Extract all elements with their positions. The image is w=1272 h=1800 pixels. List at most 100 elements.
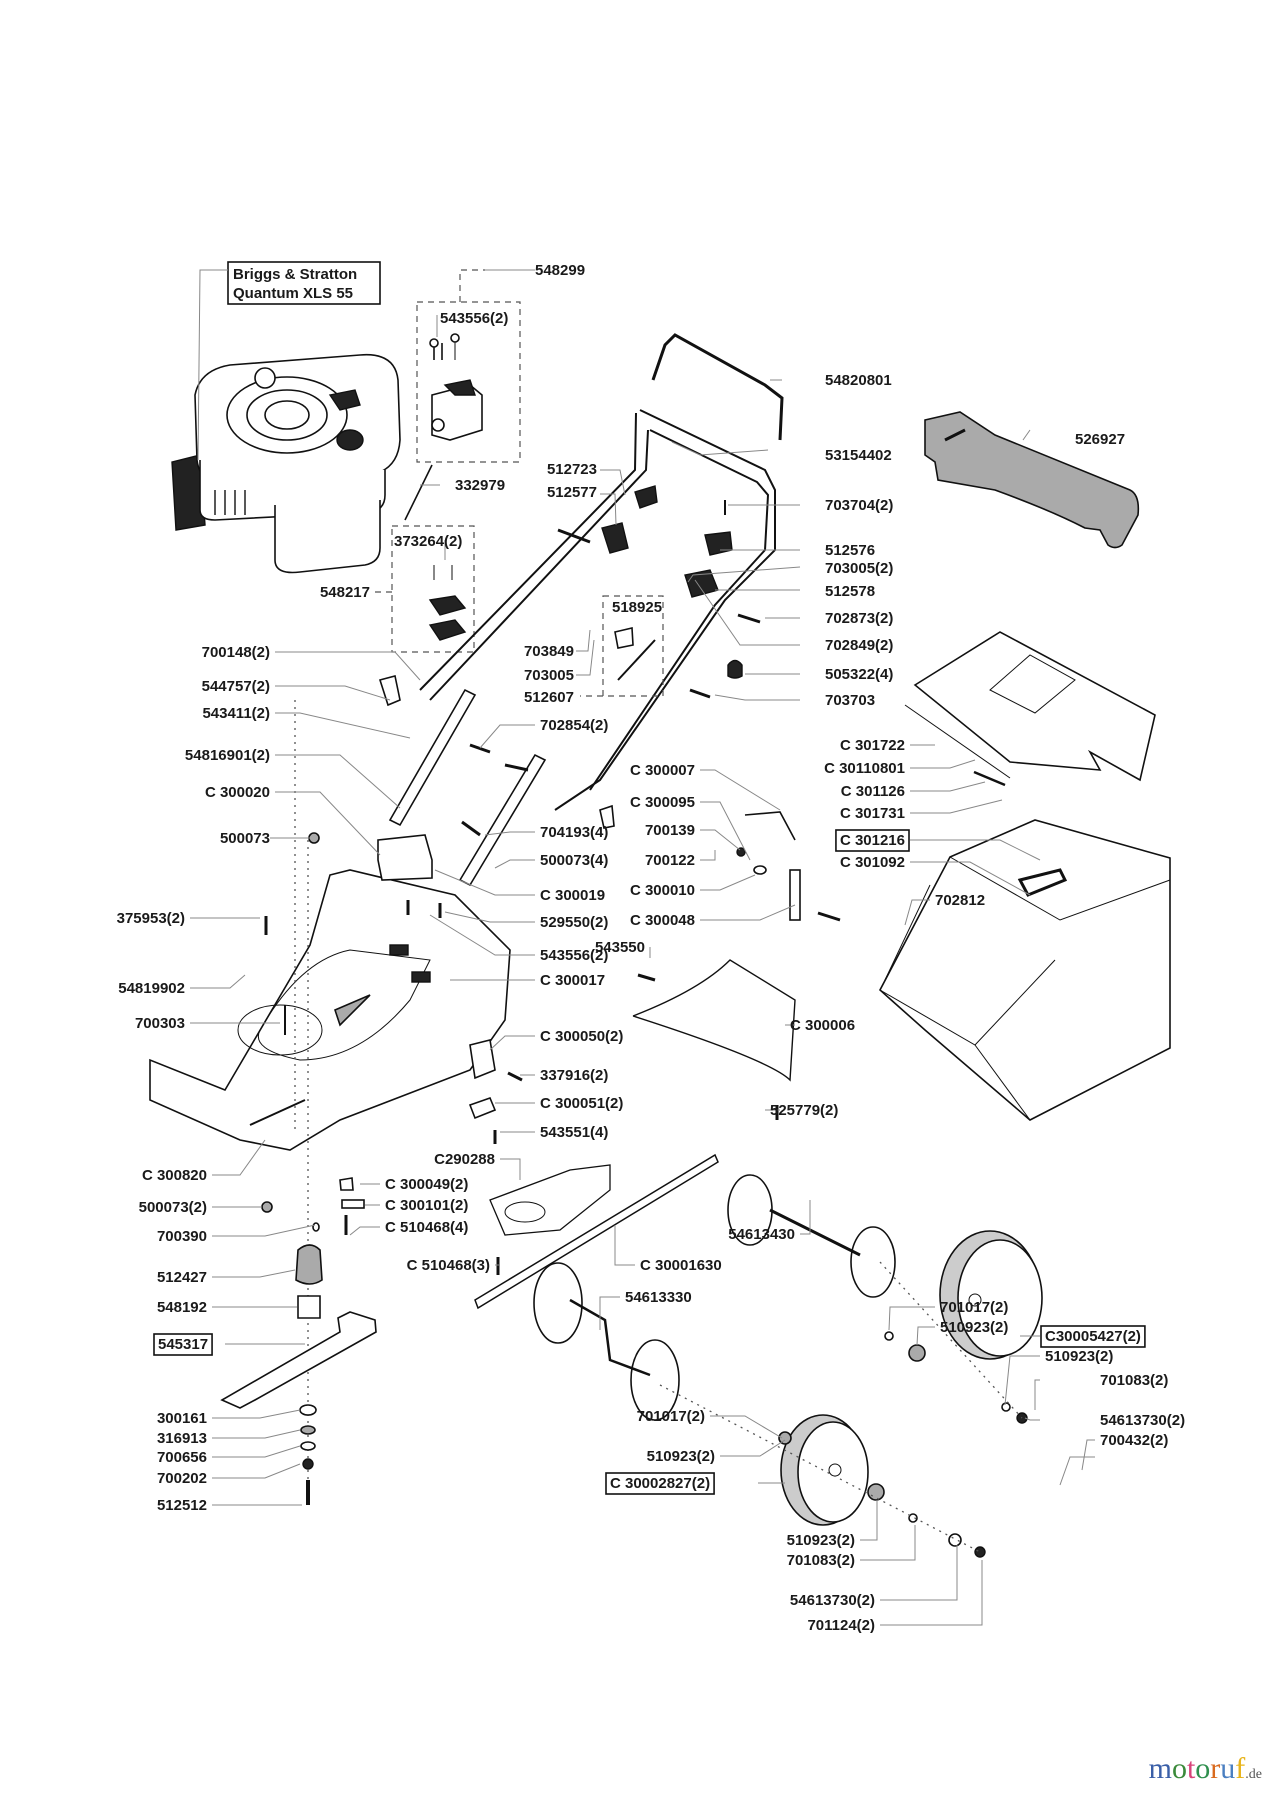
part-label-c300051: C 300051(2) [540,1095,623,1112]
part-label-543551: 543551(4) [540,1124,608,1141]
part-label-c300049: C 300049(2) [385,1176,468,1193]
highlight-box [153,1333,213,1356]
blade-stack-drawing [220,700,377,1505]
part-label-548299: 548299 [535,262,585,279]
part-label-543411: 543411(2) [202,705,270,722]
part-label-548192: 548192 [157,1299,207,1316]
logo-letter: t [1186,1752,1196,1785]
logo-letter: o [1171,1752,1187,1785]
part-label-525779: 525779(2) [770,1102,838,1119]
part-label-316913: 316913 [157,1430,207,1447]
logo-letter: r [1210,1752,1221,1785]
logo-letter: m [1148,1752,1172,1785]
part-label-701124: 701124(2) [807,1617,875,1634]
part-label-54819902: 54819902 [118,980,185,997]
part-label-373264: 373264(2) [394,533,462,550]
deck-drawing [149,832,523,1213]
part-label-548217: 548217 [320,584,370,601]
deflector-drawing [632,959,796,1120]
part-label-c510468-3: C 510468(3) [407,1257,490,1274]
part-label-700202: 700202 [157,1470,207,1487]
part-label-700390: 700390 [157,1228,207,1245]
part-label-c30001630: C 30001630 [640,1257,722,1274]
clip-group [375,525,475,653]
adjuster-group [580,595,664,697]
part-label-c300017: C 300017 [540,972,605,989]
part-label-500073-2: 500073(2) [139,1199,207,1216]
part-label-512607: 512607 [524,689,574,706]
part-label-c301126: C 301126 [841,783,905,800]
mechanism-drawing [736,811,841,922]
part-label-c30005427: C30005427(2) [1045,1328,1141,1345]
svg-text:Briggs & Stratton: Briggs & Stratton [233,266,357,283]
handle-drawing [378,333,784,887]
highlight-box [835,829,910,852]
part-label-512512: 512512 [157,1497,207,1514]
part-label-500073: 500073 [220,830,270,847]
part-label-c300048: C 300048 [630,912,695,929]
part-label-512576: 512576 [825,542,875,559]
grass-bag-drawing [879,819,1171,1121]
part-label-703703: 703703 [825,692,875,709]
logo-letter: f [1235,1752,1246,1785]
part-label-512577: 512577 [547,484,597,501]
part-labels: 548299 543556(2) 332979 373264(2) 548217 5482… [117,262,1185,1634]
part-label-c300820: C 300820 [142,1167,207,1184]
part-label-c510468-4: C 510468(4) [385,1219,468,1236]
part-label-702854: 702854(2) [540,717,608,734]
logo-letter: u [1220,1752,1236,1785]
part-label-375953: 375953(2) [117,910,185,927]
part-label-544757: 544757(2) [202,678,270,695]
part-label-702873: 702873(2) [825,610,893,627]
part-label-704193: 704193(4) [540,824,608,841]
part-label-c300020: C 300020 [205,784,270,801]
wheels-drawing [659,1230,1043,1558]
part-label-53154402: 53154402 [825,447,892,464]
part-label-c290288: C290288 [434,1151,495,1168]
part-label-c300101: C 300101(2) [385,1197,468,1214]
part-label-703005: 703005 [524,667,574,684]
part-label-512723: 512723 [547,461,597,478]
part-label-543556-2-top: 543556(2) [440,310,508,327]
part-label-54613730-l: 54613730(2) [790,1592,875,1609]
part-label-c300050: C 300050(2) [540,1028,623,1045]
motoruf-watermark-logo: motoruf.de [1149,1752,1262,1786]
part-label-701083-l: 701083(2) [787,1552,855,1569]
part-label-510923-r1: 510923(2) [940,1319,1008,1336]
part-label-c300010: C 300010 [630,882,695,899]
part-label-54613330: 54613330 [625,1289,692,1306]
part-label-c300019: C 300019 [540,887,605,904]
part-label-510923-r2: 510923(2) [1045,1348,1113,1365]
part-label-500073-4: 500073(4) [540,852,608,869]
part-label-701083-r: 701083(2) [1100,1372,1168,1389]
part-label-54613430: 54613430 [728,1226,795,1243]
part-label-545317: 545317 [158,1336,208,1353]
part-label-510923-l2: 510923(2) [787,1532,855,1549]
part-label-c301731: C 301731 [840,805,905,822]
part-label-c300095: C 300095 [630,794,695,811]
part-label-701017-r: 701017(2) [940,1299,1008,1316]
part-label-702849: 702849(2) [825,637,893,654]
part-label-700656: 700656 [157,1449,207,1466]
part-label-54820801: 54820801 [825,372,892,389]
part-label-332979: 332979 [455,477,505,494]
part-label-701017-l: 701017(2) [637,1408,705,1425]
part-label-c301092: C 301092 [840,854,905,871]
part-label-543550: 543550 [595,939,645,956]
part-label-703005-2: 703005(2) [825,560,893,577]
part-label-337916: 337916(2) [540,1067,608,1084]
part-label-700303: 700303 [135,1015,185,1032]
part-label-c300007: C 300007 [630,762,695,779]
part-label-543556-2: 543556(2) [540,947,608,964]
logo-letter: o [1195,1752,1211,1785]
part-label-54613730-r: 54613730(2) [1100,1412,1185,1429]
part-label-702812: 702812 [935,892,985,909]
axle-drawing [474,1153,896,1421]
part-label-512578: 512578 [825,583,875,600]
handle-cover-drawing [924,411,1140,549]
part-label-c30110801: C 30110801 [824,760,905,777]
leader-lines [190,269,1095,1626]
part-label-512427: 512427 [157,1269,207,1286]
svg-text:Quantum XLS 55: Quantum XLS 55 [233,285,353,302]
